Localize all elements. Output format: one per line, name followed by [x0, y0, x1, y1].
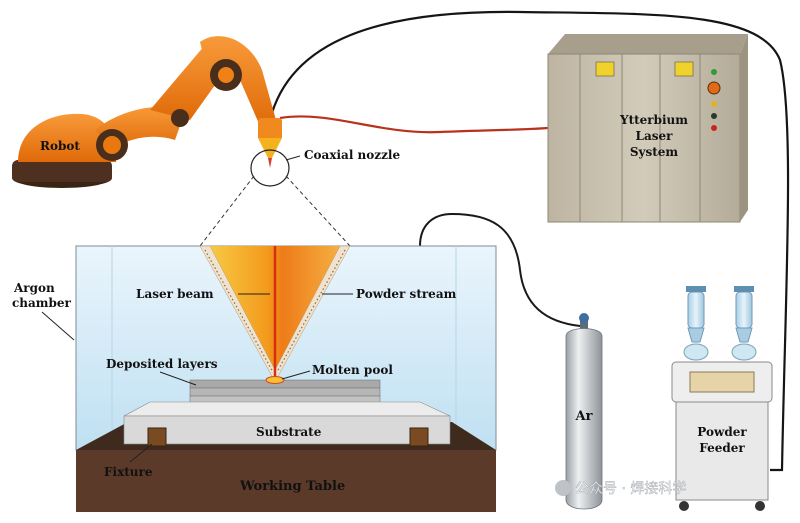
working-table-label: Working Table — [239, 479, 345, 494]
molten-pool-leader — [281, 370, 311, 380]
status-led-red — [711, 125, 717, 131]
deposited-layers — [189, 379, 381, 405]
argon-hose — [419, 212, 581, 327]
fixture-left — [147, 427, 167, 447]
argon-chamber-label-line1: Argon — [13, 281, 55, 295]
watermark-text: 公众号 · 焊接科学 — [575, 480, 686, 497]
molten-pool-label: Molten pool — [312, 363, 393, 377]
zoom-line-right — [285, 175, 351, 247]
coaxial-nozzle-label: Coaxial nozzle — [304, 148, 400, 162]
laser-system-label-line3: System — [630, 145, 679, 159]
fixture-label: Fixture — [104, 465, 153, 479]
ytterbium-laser-cabinet — [547, 34, 748, 223]
fixture-right — [409, 427, 429, 447]
powder-feeder — [671, 286, 773, 511]
warning-sign-left — [595, 61, 615, 77]
substrate-label: Substrate — [256, 425, 322, 439]
argon-cylinder-label: Ar — [575, 409, 593, 424]
status-led-yellow — [711, 101, 717, 107]
laser-system-label-line2: Laser — [636, 129, 674, 143]
argon-cylinder — [565, 313, 603, 510]
deposited-layers-leader — [159, 371, 197, 386]
nozzle-zoom-circle — [250, 149, 290, 187]
control-cable — [268, 10, 790, 472]
powder-feeder-label-line2: Feeder — [699, 441, 745, 455]
fixture-leader — [129, 443, 153, 463]
substrate — [123, 401, 451, 445]
status-led-dark — [711, 113, 717, 119]
zoom-line-left — [199, 175, 255, 247]
robot-arm — [12, 36, 282, 188]
robot-label: Robot — [40, 139, 80, 153]
key-switch-icon — [707, 81, 721, 95]
powder-feeder-label-line1: Powder — [697, 425, 747, 439]
molten-pool — [265, 376, 285, 384]
powder-stream-label: Powder stream — [356, 287, 457, 301]
powder-nozzle-cone — [199, 245, 351, 380]
status-led-green — [711, 69, 717, 75]
watermark: 公众号 · 焊接科学 — [555, 480, 687, 497]
nozzle-leader — [285, 155, 301, 161]
argon-chamber-label-line2: chamber — [12, 296, 72, 310]
laser-beam-label: Laser beam — [136, 287, 214, 301]
laser-system-label-line1: Ytterbium — [619, 113, 688, 127]
warning-sign-right — [674, 61, 694, 77]
wechat-icon — [555, 480, 571, 496]
laser-fiber-cable — [279, 115, 549, 134]
deposited-layers-label: Deposited layers — [106, 357, 218, 371]
argon-chamber-leader — [41, 311, 75, 341]
